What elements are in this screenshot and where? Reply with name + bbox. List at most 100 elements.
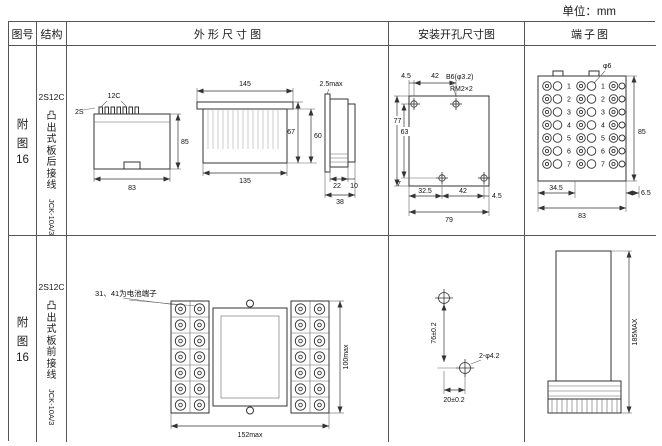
mount-type-label: 凸 出 式 板 后 接 线: [47, 111, 57, 192]
fig-no-char: 附: [16, 317, 29, 329]
terminal-diagram-rear: φ6 1 1 2 2 3 3 4: [537, 63, 651, 220]
fig-no-char: 附: [16, 118, 29, 131]
dim-85: 85: [181, 139, 189, 146]
dim-12c: 12C: [108, 93, 121, 100]
install-cell-2: 76±0.2 2-φ4.2 20±0.2: [389, 236, 525, 442]
dim-7: 7: [397, 181, 401, 188]
dim-100max: 100max: [343, 344, 350, 369]
front-panel-view: [170, 299, 330, 415]
dim-152max: 152max: [238, 432, 263, 439]
mount-char: 出: [46, 122, 57, 134]
dim-145: 145: [239, 81, 251, 88]
model-label: 2S12C: [38, 92, 65, 102]
mount-char: 接: [46, 358, 57, 370]
svg-text:2: 2: [601, 97, 605, 104]
fig-no-cell-1: 附 图 16: [9, 46, 37, 236]
dim-60: 60: [314, 133, 322, 140]
svg-text:7: 7: [567, 162, 571, 169]
header-terminal: 端子图: [525, 22, 656, 46]
terminal-row-numbers: 1 1 2 2 3 3 4 4 5 5 6 6 7 7: [567, 84, 605, 169]
mount-char: 前: [46, 347, 57, 358]
outline-drawing-rear-wiring: 12C 2S 85 83: [75, 81, 358, 206]
dim-10: 10: [350, 183, 358, 190]
dim-2s: 2S: [75, 109, 84, 116]
header-fig-no: 图号: [9, 22, 37, 46]
mount-char: 线: [46, 180, 57, 191]
install-cell-1: 4.5 42 B6(φ3.2) RM2×2 77 63 7: [389, 46, 525, 236]
header-install: 安装开孔尺寸图: [389, 22, 525, 46]
terminal-cell-1: φ6 1 1 2 2 3 3 4: [525, 46, 656, 236]
dim-83: 83: [128, 185, 136, 192]
dim-135: 135: [239, 178, 251, 185]
relay-front-view: 145 135 67 60: [196, 81, 322, 185]
install-hole-drawing-1: 4.5 42 B6(φ3.2) RM2×2 77 63 7: [392, 73, 502, 224]
dim-4-5-top: 4.5: [401, 73, 411, 80]
mount-char: 凸: [46, 111, 57, 122]
hole-size-label: B6(φ3.2): [446, 74, 474, 81]
header-structure: 结构: [37, 22, 67, 46]
dim-79: 79: [445, 217, 453, 224]
dim-63: 63: [401, 129, 409, 136]
relay-code-label: JCK-10A/3: [47, 198, 56, 235]
dim-42-bot: 42: [459, 188, 467, 195]
header-outline: 外 形 尺 寸 图: [67, 22, 389, 46]
screw-label: RM2×2: [450, 86, 473, 93]
dim-185max: 185MAX: [632, 318, 639, 345]
terminal-diagram-side: 185MAX: [547, 250, 639, 414]
mount-char: 板: [46, 335, 57, 347]
install-hole-drawing-2: 76±0.2 2-φ4.2 20±0.2: [431, 288, 500, 404]
relay-side-view: 2.5max 22 10 38: [320, 81, 358, 206]
mount-char: 线: [46, 370, 57, 381]
dim-22: 22: [333, 183, 341, 190]
svg-text:5: 5: [601, 136, 605, 143]
mount-char: 式: [46, 324, 57, 335]
dim-85-terminal: 85: [638, 129, 646, 136]
svg-text:1: 1: [601, 84, 605, 91]
fig-no-cell-2: 附 图 16: [9, 236, 37, 442]
mount-char: 接: [46, 168, 57, 180]
svg-text:6: 6: [567, 149, 571, 156]
dim-32-5: 32.5: [418, 188, 432, 195]
svg-text:7: 7: [601, 162, 605, 169]
mount-char: 凸: [46, 301, 57, 312]
mount-char: 出: [46, 312, 57, 324]
spec-table: 图号 结构 外 形 尺 寸 图 安装开孔尺寸图 端子图 附 图 16 2S12C…: [8, 21, 656, 442]
mounting-holes: [407, 97, 491, 185]
fig-no-char: 图: [16, 336, 29, 348]
outline-drawing-front-wiring: 31、41为电池端子: [95, 288, 350, 439]
dim-42-top: 42: [431, 73, 439, 80]
svg-text:3: 3: [567, 110, 571, 117]
structure-cell-1: 2S12C 凸 出 式 板 后 接 线 JCK-10A/3: [37, 46, 67, 236]
dim-6-5: 6.5: [641, 190, 651, 197]
terminal-grid: [542, 81, 626, 169]
mount-char: 后: [46, 157, 57, 168]
dim-38: 38: [336, 199, 344, 206]
mount-type-label: 凸 出 式 板 前 接 线: [47, 301, 57, 382]
svg-text:5: 5: [567, 136, 571, 143]
dim-4-5-bot: 4.5: [492, 193, 502, 200]
outline-cell-1: 12C 2S 85 83: [67, 46, 389, 236]
unit-label: 单位：mm: [562, 6, 616, 18]
relay-code-label: JCK-10A/3: [47, 388, 56, 425]
fig-no-char: 图: [16, 137, 29, 150]
model-label: 2S12C: [38, 282, 65, 292]
svg-text:4: 4: [567, 123, 571, 130]
outline-cell-2: 31、41为电池端子: [67, 236, 389, 442]
svg-text:6: 6: [601, 149, 605, 156]
structure-cell-2: 2S12C 凸 出 式 板 前 接 线 JCK-10A/3: [37, 236, 67, 442]
mount-char: 式: [46, 134, 57, 145]
svg-text:4: 4: [601, 123, 605, 130]
dim-83-terminal: 83: [578, 213, 586, 220]
dim-77: 77: [394, 118, 402, 125]
dim-67: 67: [287, 129, 295, 136]
fig-no-num: 16: [16, 352, 29, 364]
mount-char: 板: [46, 145, 57, 157]
battery-terminal-note: 31、41为电池端子: [95, 288, 157, 298]
dim-20: 20±0.2: [443, 397, 464, 404]
svg-text:3: 3: [601, 110, 605, 117]
dim-phi6: φ6: [603, 63, 612, 70]
terminal-cell-2: 185MAX: [525, 236, 656, 442]
hole-size-label-2: 2-φ4.2: [479, 353, 500, 360]
svg-text:2: 2: [567, 97, 571, 104]
